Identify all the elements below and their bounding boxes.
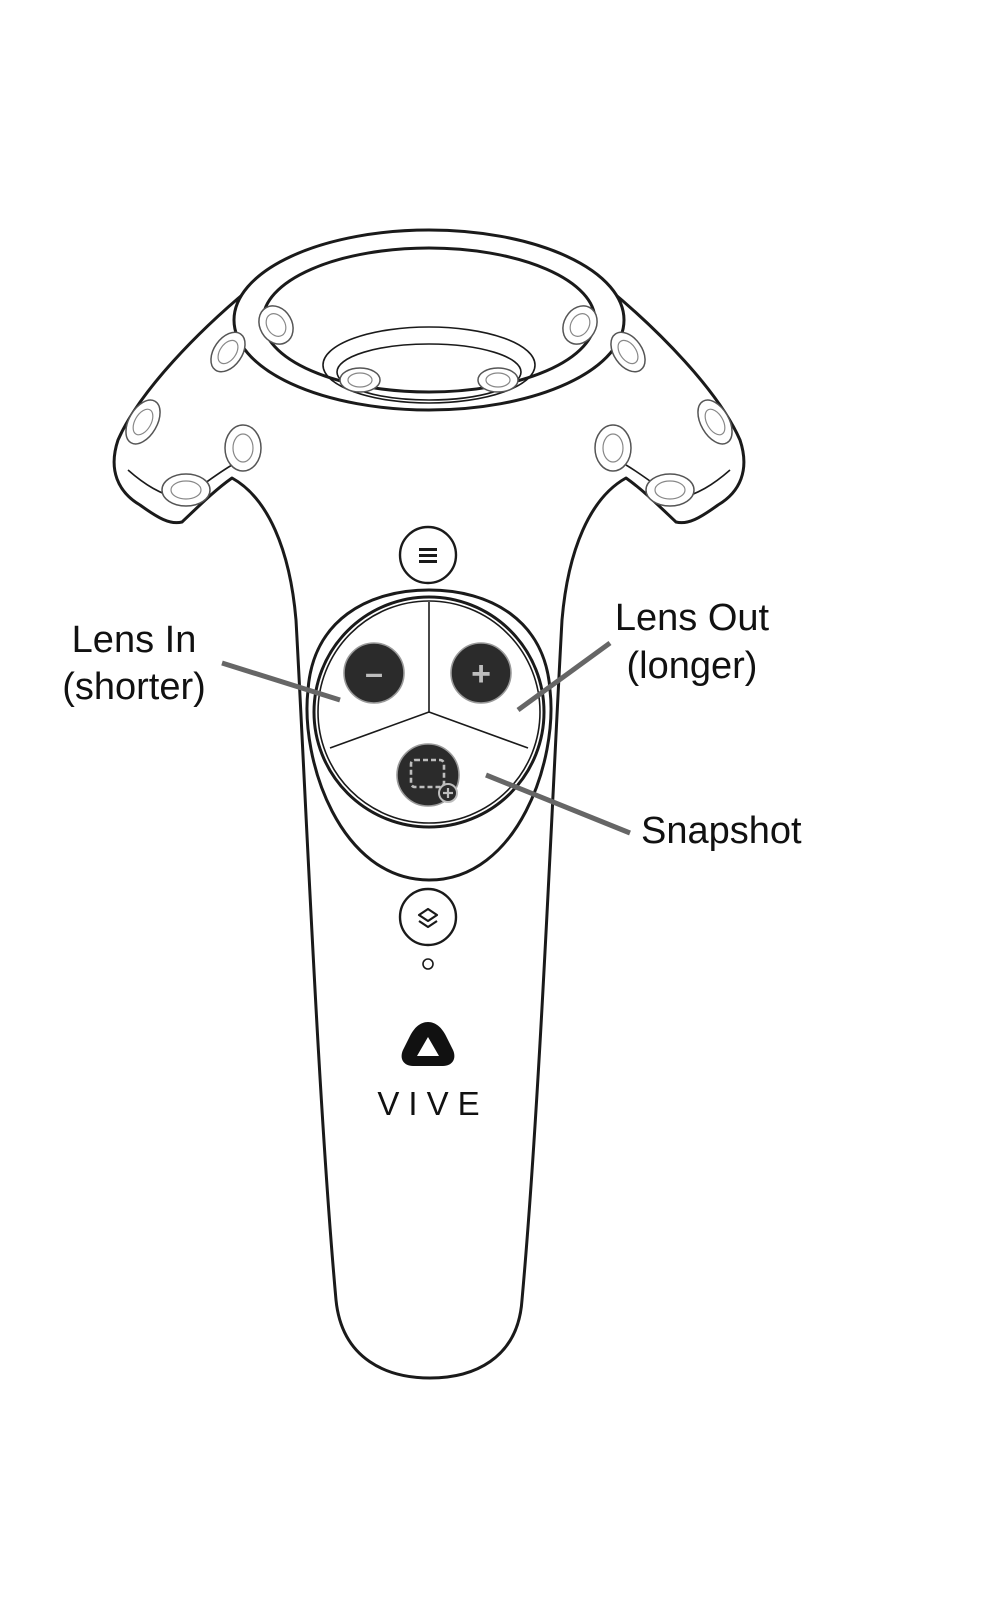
lens-out-button[interactable]: + xyxy=(450,642,512,704)
sensor-dimple xyxy=(258,305,294,345)
system-button[interactable] xyxy=(398,887,458,947)
vive-triangle-logo-icon xyxy=(401,1022,455,1066)
minus-icon: – xyxy=(365,655,383,691)
screenshot-icon xyxy=(409,758,458,803)
svg-text:Lens In: Lens In xyxy=(72,619,197,661)
status-led xyxy=(422,958,434,970)
layers-icon xyxy=(417,907,439,929)
svg-text:(longer): (longer) xyxy=(627,645,758,687)
sensor-dimple xyxy=(610,331,646,373)
sensor-dimple xyxy=(161,473,211,507)
sensor-dimple xyxy=(645,473,695,507)
sensor-dimple xyxy=(125,399,161,445)
sensor-dimple xyxy=(594,424,632,472)
lens-in-button[interactable]: – xyxy=(343,642,405,704)
tracking-ring-core-outer xyxy=(322,326,536,404)
tracking-ring-inner xyxy=(261,246,597,394)
snapshot-button[interactable] xyxy=(396,743,460,807)
sensor-dimple xyxy=(697,399,733,445)
svg-text:(shorter): (shorter) xyxy=(62,666,206,708)
sensor-dimple xyxy=(477,367,519,393)
tracking-ring-core-inner xyxy=(336,343,522,401)
lens-out-leader-line xyxy=(516,640,612,713)
menu-icon xyxy=(419,548,437,563)
plus-icon: + xyxy=(471,655,491,693)
snapshot-label: Snapshot xyxy=(641,810,802,852)
lens-in-label: Lens In (shorter) xyxy=(62,619,206,708)
lens-in-leader-line xyxy=(221,660,341,703)
trackpad-divider xyxy=(329,711,430,749)
lens-out-label: Lens Out (longer) xyxy=(615,597,770,687)
brand-wordmark: VIVE xyxy=(377,1085,488,1122)
menu-button[interactable] xyxy=(398,525,458,585)
sensor-dimple xyxy=(210,331,246,373)
tracking-sensors xyxy=(125,305,733,507)
trackpad-divider xyxy=(428,711,529,749)
snapshot-leader-line xyxy=(485,772,631,836)
sensor-dimple xyxy=(224,424,262,472)
svg-text:Lens Out: Lens Out xyxy=(615,597,770,639)
sensor-dimple xyxy=(339,367,381,393)
sensor-dimple xyxy=(562,305,598,345)
